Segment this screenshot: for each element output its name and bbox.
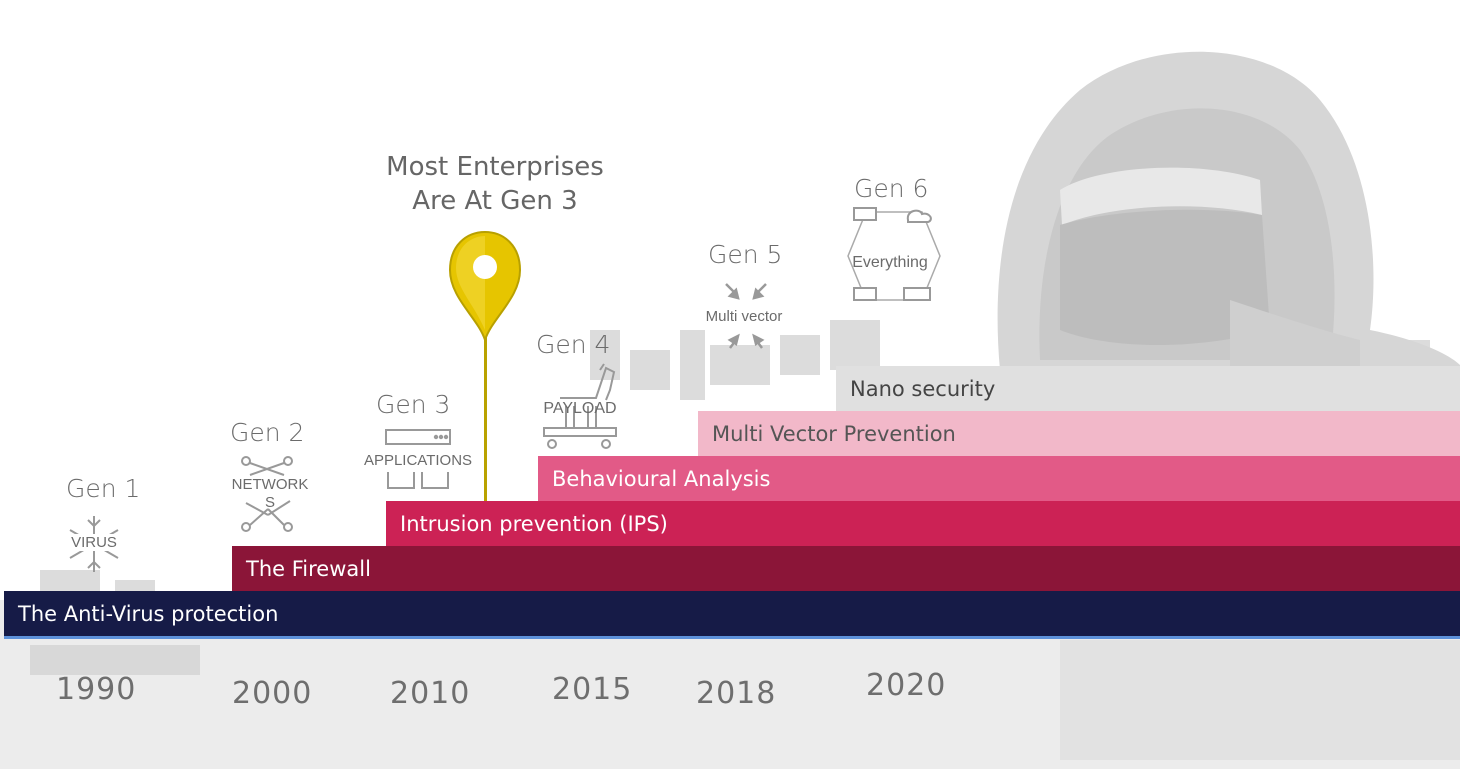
band-nano-security: Nano security — [836, 366, 1460, 411]
year-label: 1990 — [56, 672, 137, 707]
year-label: 2015 — [552, 672, 633, 707]
band-firewall: The Firewall — [232, 546, 1460, 591]
gen-1-tag: VIRUS — [64, 534, 124, 551]
location-pin-icon — [448, 230, 522, 502]
gen-6-label: Gen 6 — [854, 174, 929, 203]
gen-5-tag: Multi vector — [705, 308, 783, 325]
server-icon — [385, 429, 451, 489]
gen-2-tag-line-2: S — [264, 494, 275, 511]
band-multi-vector-prevention: Multi Vector Prevention — [698, 411, 1460, 456]
timeline-line — [4, 636, 1460, 639]
callout-line-2: Are At Gen 3 — [412, 186, 578, 216]
gen-5-label: Gen 5 — [708, 240, 783, 269]
gen-1-label: Gen 1 — [66, 474, 141, 503]
band-label: The Firewall — [246, 556, 371, 581]
year-label: 2018 — [696, 676, 777, 711]
gen-4-label: Gen 4 — [536, 330, 611, 359]
gen-2-tag-line-1: NETWORK — [231, 476, 309, 493]
year-label: 2000 — [232, 676, 313, 711]
band-intrusion-prevention: Intrusion prevention (IPS) — [386, 501, 1460, 546]
band-label: Behavioural Analysis — [552, 466, 771, 491]
gen-2-label: Gen 2 — [230, 418, 305, 447]
year-label: 2020 — [866, 668, 947, 703]
band-anti-virus: The Anti-Virus protection — [4, 591, 1460, 636]
callout-text: Most Enterprises Are At Gen 3 — [360, 150, 630, 218]
band-label: The Anti-Virus protection — [18, 601, 279, 626]
gen-6-tag: Everything — [852, 254, 928, 271]
band-label: Multi Vector Prevention — [712, 421, 956, 446]
year-label: 2010 — [390, 676, 471, 711]
callout-line-1: Most Enterprises — [386, 152, 604, 182]
band-behavioural-analysis: Behavioural Analysis — [538, 456, 1460, 501]
band-label: Nano security — [850, 376, 996, 401]
band-label: Intrusion prevention (IPS) — [400, 511, 668, 536]
gen-3-label: Gen 3 — [376, 390, 451, 419]
gen-2-tag: NETWORK S — [220, 476, 320, 512]
converging-arrows-icon — [725, 283, 767, 349]
connected-devices-icon — [847, 207, 941, 301]
trojan-horse-icon — [543, 363, 617, 449]
network-nodes-icon — [241, 456, 293, 532]
gen-4-tag: PAYLOAD — [543, 400, 617, 417]
gen-3-tag: APPLICATIONS — [363, 452, 473, 469]
